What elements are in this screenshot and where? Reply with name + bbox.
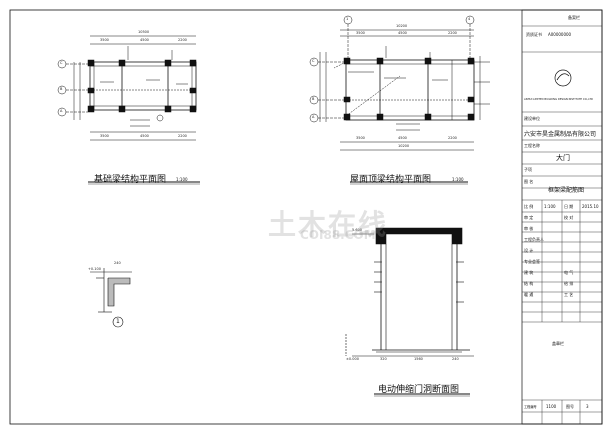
- tb-row-7-c: 给 排: [564, 281, 574, 286]
- company-logo-icon: [554, 69, 572, 87]
- foundation-dim-bottom-3: 2200: [178, 134, 187, 138]
- roof-axis-b: B: [312, 97, 315, 101]
- gate-section: [345, 227, 474, 397]
- tb-row-1-a: 审 定: [524, 215, 534, 220]
- foundation-dim-top-2: 4500: [140, 38, 149, 42]
- tb-sheet-no: 3: [586, 404, 589, 409]
- tb-row-0-a: 比 例: [524, 204, 534, 209]
- roof-dim-top-3: 2200: [448, 31, 457, 35]
- tb-sheet-label: 图号: [566, 404, 574, 409]
- tb-project: 大门: [556, 154, 570, 162]
- roof-plan: [309, 15, 490, 185]
- foundation-axis-c: C: [60, 61, 63, 65]
- roof-axis-a: A: [312, 115, 315, 119]
- foundation-dim-total: 10500: [138, 30, 150, 34]
- tb-row-5-a: 专业会签: [524, 259, 540, 264]
- section-dim-1: 320: [380, 357, 387, 361]
- tb-row-0-d: 2015.10: [582, 204, 599, 209]
- foundation-plan: [57, 35, 200, 185]
- tb-company: ANHUI LIMITED BUILDING DESIGN INSTITUTE …: [524, 98, 593, 101]
- tb-cert-no: A00000000: [548, 32, 572, 37]
- tb-row-0-c: 日 期: [564, 204, 574, 209]
- tb-drawing-no: 1100: [546, 404, 557, 409]
- tb-drawing-name: 框架梁配筋图: [548, 187, 585, 194]
- tb-cert-label: 资质证书: [526, 32, 542, 37]
- tb-row-6-c: 电 气: [564, 270, 574, 275]
- tb-row-3-a: 工程负责人: [524, 237, 544, 242]
- roof-plan-title: 屋面顶梁结构平面图: [350, 175, 432, 185]
- section-title: 电动伸缩门洞断面图: [378, 385, 460, 395]
- roof-axis-1: 1: [346, 17, 349, 21]
- roof-axis-c: C: [312, 59, 315, 63]
- tb-row-4-a: 设 计: [524, 248, 534, 253]
- roof-plan-scale: 1:100: [452, 177, 464, 182]
- foundation-dim-top-1: 3500: [100, 38, 109, 42]
- tb-project-label: 工程名称: [524, 143, 540, 148]
- foundation-plan-scale: 1:100: [176, 177, 188, 182]
- foundation-axis-b: B: [60, 87, 63, 91]
- tb-row-6-a: 建 筑: [524, 270, 534, 275]
- foundation-dim-top-3: 2200: [178, 38, 187, 42]
- tb-row-7-a: 结 构: [524, 281, 534, 286]
- section-level-top: 5.600: [352, 228, 363, 232]
- title-block-grid: [522, 25, 602, 424]
- tb-owner: 六安市昊金属制品有限公司: [524, 131, 597, 138]
- foundation-dim-bottom-2: 4500: [140, 134, 149, 138]
- detail-dim-2: +0.100: [88, 267, 101, 271]
- tb-row-8-c: 工 艺: [564, 292, 574, 297]
- tb-header: 备案栏: [568, 15, 580, 20]
- tb-stamp-label: 盖章栏: [552, 341, 564, 346]
- roof-dim-total: 10200: [396, 24, 408, 28]
- watermark: 土木在线: [268, 208, 389, 241]
- tb-owner-label: 建设单位: [524, 116, 540, 121]
- tb-drawing-label: 图 名: [524, 179, 534, 184]
- tb-row-1-c: 校 对: [564, 215, 574, 220]
- roof-dim-bottom-1: 3500: [356, 136, 365, 140]
- roof-dim-bottom-3: 2200: [448, 136, 457, 140]
- detail-label: 1: [116, 318, 120, 325]
- watermark-sub: COI88.COM: [300, 228, 376, 242]
- roof-dim-top-2: 4500: [398, 31, 407, 35]
- section-dim-3: 240: [452, 357, 459, 361]
- foundation-axis-a: A: [60, 109, 63, 113]
- section-dim-2: 1560: [414, 357, 423, 361]
- detail-1: [90, 268, 132, 328]
- foundation-dim-bottom-1: 3500: [100, 134, 109, 138]
- tb-row-0-b: 1:100: [544, 204, 556, 209]
- roof-dim-bottom-total: 10200: [398, 144, 410, 148]
- roof-dim-top-1: 3500: [356, 31, 365, 35]
- tb-subitem-label: 子项: [524, 167, 532, 172]
- roof-dim-bottom-2: 4500: [398, 136, 407, 140]
- tb-drawing-no-label: 工程编号: [524, 405, 537, 409]
- tb-row-2-a: 审 核: [524, 226, 534, 231]
- tb-row-8-a: 暖 通: [524, 292, 534, 297]
- section-level-0: ±0.000: [346, 357, 359, 361]
- roof-axis-4: 4: [468, 17, 471, 21]
- detail-dim-1: 240: [114, 261, 121, 265]
- foundation-plan-title: 基础梁结构平面图: [94, 175, 167, 185]
